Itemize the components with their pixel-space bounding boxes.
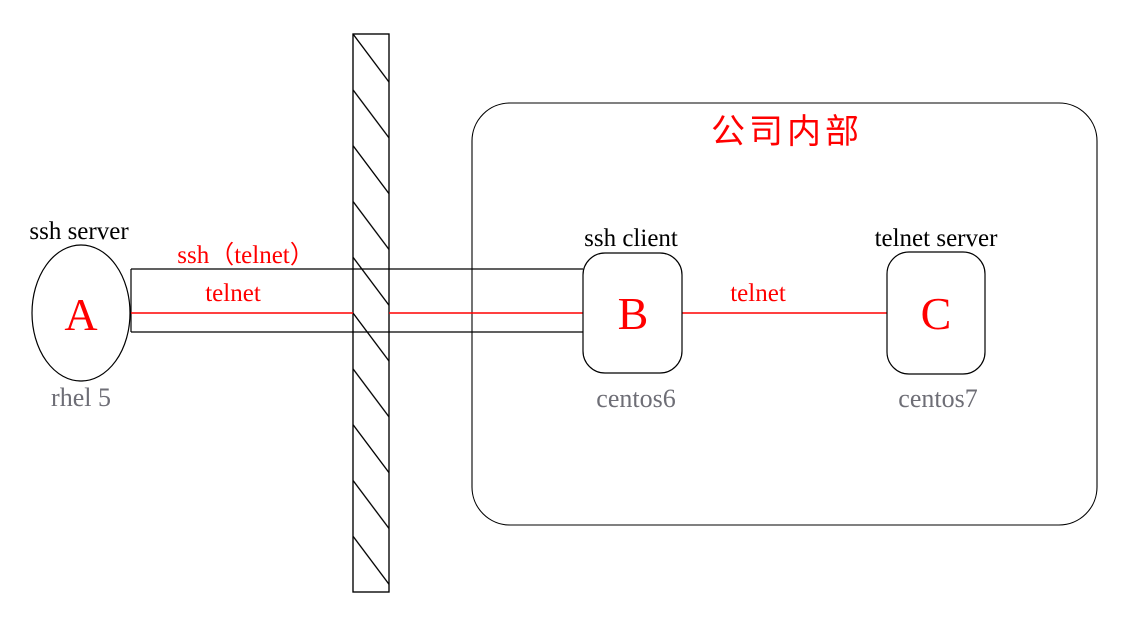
company-zone-title: 公司内部 <box>711 114 863 151</box>
node-a-ellipse <box>31 244 131 382</box>
node-c-letter: C <box>920 288 952 339</box>
node-c-box <box>886 251 986 375</box>
node-a-role-label: ssh server <box>29 218 129 245</box>
tunnel-inner-protocol-label: telnet <box>205 280 261 307</box>
node-b-box <box>582 252 683 374</box>
bc-protocol-label: telnet <box>730 280 786 307</box>
node-b-os-label: centos6 <box>596 384 676 413</box>
firewall-hatch <box>352 33 390 593</box>
ssh-tunnel-outline <box>130 268 583 333</box>
node-a-os-label: rhel 5 <box>51 383 111 412</box>
company-boundary-box <box>471 102 1098 526</box>
node-b-letter: B <box>617 288 649 339</box>
node-c-role-label: telnet server <box>874 225 998 252</box>
node-a-letter: A <box>64 289 98 340</box>
tunnel-protocol-label: ssh（telnet） <box>177 242 315 269</box>
node-b-role-label: ssh client <box>584 225 678 252</box>
node-c-os-label: centos7 <box>898 384 978 413</box>
